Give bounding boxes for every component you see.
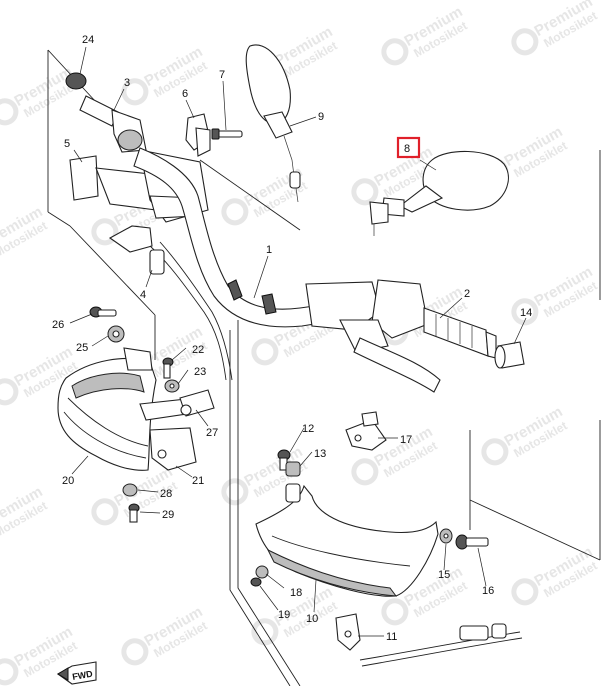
callout-11: 11 [386, 631, 397, 643]
watermark-logo-icon [511, 298, 539, 326]
callout-19: 19 [278, 609, 290, 621]
watermark-logo-icon [351, 178, 379, 206]
callout-15: 15 [438, 569, 450, 581]
cable-clamp [335, 613, 361, 651]
callout-21: 21 [192, 475, 204, 487]
callout-12: 12 [302, 423, 314, 435]
watermark-logo-icon [91, 498, 119, 526]
headlight-cover [57, 347, 157, 471]
callout-14: 14 [520, 307, 532, 319]
watermark-logo-icon [481, 438, 509, 466]
callout-24: 24 [82, 34, 94, 46]
handlebar [133, 147, 377, 328]
watermark-logo-icon [251, 338, 279, 366]
right-controls [305, 279, 497, 393]
screw-26 [89, 306, 117, 318]
screw-12 [277, 449, 291, 471]
callout-27: 27 [206, 427, 218, 439]
bar-end-weight [494, 341, 525, 369]
callout-5: 5 [64, 138, 70, 150]
guard-bracket [345, 411, 387, 451]
grommet-28 [122, 483, 138, 497]
highlight-box [396, 136, 421, 159]
frame-lines [47, 49, 601, 686]
callout-13: 13 [314, 448, 326, 460]
callout-10: 10 [306, 613, 318, 625]
callout-8: 8 [404, 143, 410, 155]
callout-7: 7 [219, 69, 225, 81]
fwd-badge: FWD [56, 661, 97, 685]
watermark-logo-icon [0, 658, 19, 686]
watermark-logo-icon [91, 218, 119, 246]
callout-1: 1 [266, 244, 272, 256]
callout-16: 16 [482, 585, 494, 597]
callout-26: 26 [52, 319, 64, 331]
leader-lines [69, 46, 527, 637]
bolt-16 [455, 534, 489, 550]
watermark-logo-icon [0, 378, 19, 406]
clamp-bracket [185, 113, 211, 157]
watermark-logo-icon [121, 638, 149, 666]
right-mirror [369, 150, 509, 236]
callout-18: 18 [290, 587, 302, 599]
callout-4: 4 [140, 289, 146, 301]
callout-2: 2 [464, 288, 470, 300]
watermark-logo-icon [121, 78, 149, 106]
watermark-logo-icon [511, 28, 539, 56]
left-turn-signal [245, 44, 301, 203]
mirror-screw [211, 128, 243, 140]
lower-cables [359, 623, 523, 667]
collar-13 [285, 461, 301, 503]
screw-22 [162, 357, 174, 379]
callouts: 24 3 7 6 9 5 8 1 4 2 14 26 25 22 23 27 2… [52, 34, 532, 643]
watermark-logo-icon [381, 38, 409, 66]
watermark-logo-icon [351, 458, 379, 486]
screw-18 [255, 565, 269, 579]
screw-19 [250, 577, 262, 587]
screw-29 [128, 503, 140, 523]
headlight-bracket [139, 389, 215, 471]
watermark-logo-icon [221, 478, 249, 506]
callout-6: 6 [182, 88, 188, 100]
callout-20: 20 [62, 475, 74, 487]
watermark-logo-icon [511, 578, 539, 606]
throttle-cable [108, 225, 233, 381]
callout-29: 29 [162, 509, 174, 521]
grommet-25 [107, 325, 125, 343]
callout-9: 9 [318, 111, 324, 123]
callout-28: 28 [160, 488, 172, 500]
callout-25: 25 [76, 342, 88, 354]
callout-22: 22 [192, 344, 204, 356]
callout-17: 17 [400, 434, 412, 446]
callout-23: 23 [194, 366, 206, 378]
hand-guard [255, 484, 439, 597]
callout-3: 3 [124, 77, 130, 89]
watermark-logo-icon [0, 98, 19, 126]
fwd-label: FWD [71, 668, 93, 681]
watermark-logo-icon [381, 598, 409, 626]
watermark-logo-icon [221, 198, 249, 226]
nut-23 [164, 379, 180, 393]
collar-15 [439, 528, 453, 544]
